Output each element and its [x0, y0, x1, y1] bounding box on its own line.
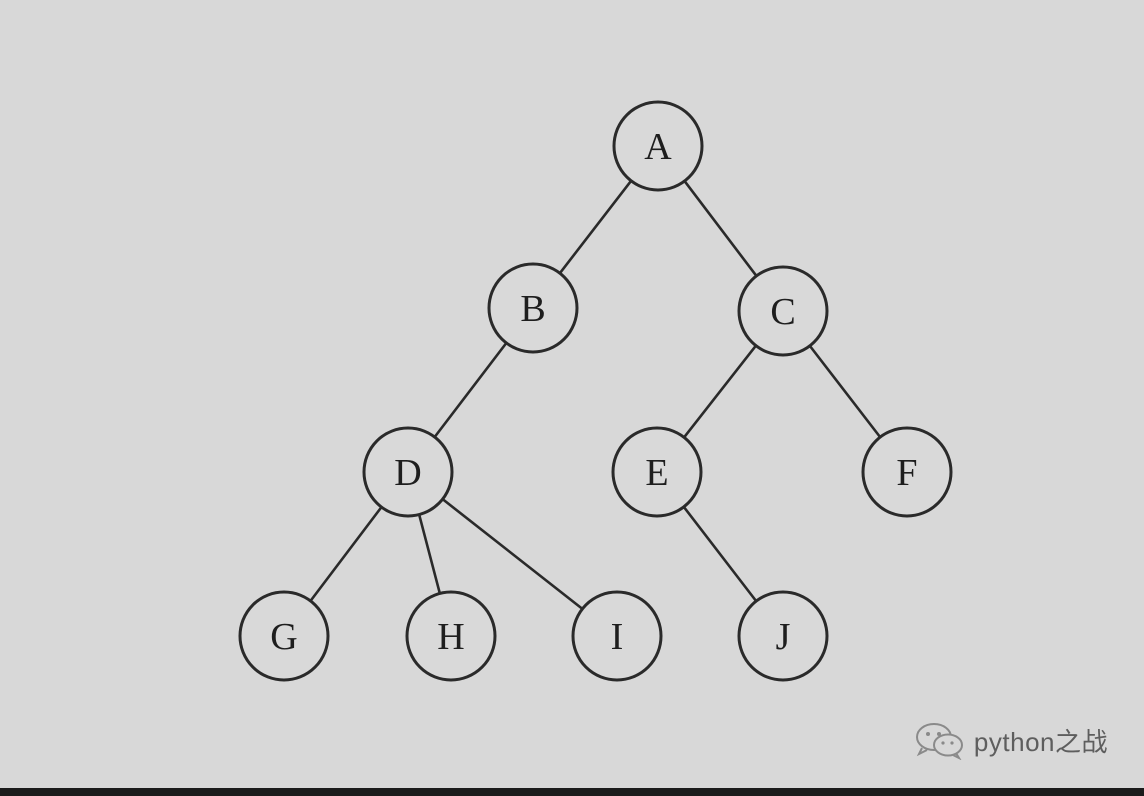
node-circle — [487, 262, 579, 354]
node-circle — [737, 265, 829, 357]
edge-a-b — [558, 179, 633, 275]
edge-d-g — [309, 505, 383, 603]
node-b: B — [487, 262, 579, 354]
node-circle — [737, 590, 829, 682]
node-circle — [612, 100, 704, 192]
node-circle — [571, 590, 663, 682]
node-e: E — [611, 426, 703, 518]
node-label: C — [770, 291, 795, 333]
node-label: I — [611, 616, 624, 658]
edge-d-h — [417, 513, 442, 595]
node-label: J — [776, 616, 791, 658]
node-circle — [611, 426, 703, 518]
edges-layer — [309, 179, 882, 611]
node-circle — [861, 426, 953, 518]
node-g: G — [238, 590, 330, 682]
node-j: J — [737, 590, 829, 682]
node-label: A — [644, 126, 672, 168]
node-label: H — [437, 616, 464, 658]
node-i: I — [571, 590, 663, 682]
node-label: G — [270, 616, 297, 658]
bottom-border — [0, 788, 1144, 796]
node-f: F — [861, 426, 953, 518]
edge-b-d — [433, 341, 508, 439]
node-label: D — [394, 452, 421, 494]
edge-c-e — [682, 344, 758, 439]
edge-e-j — [682, 505, 758, 603]
edge-c-f — [808, 344, 882, 439]
nodes-layer: A B C D E F G H I J — [238, 100, 953, 682]
node-label: B — [520, 288, 545, 330]
node-circle — [362, 426, 454, 518]
edge-a-c — [683, 179, 758, 278]
node-c: C — [737, 265, 829, 357]
watermark-text: python之战 — [973, 726, 1108, 757]
watermark: python之战 — [912, 720, 1108, 760]
node-d: D — [362, 426, 454, 518]
node-label: F — [896, 452, 917, 494]
node-a: A — [612, 100, 704, 192]
wechat-icon — [915, 723, 963, 760]
edge-d-i — [441, 497, 584, 611]
node-h: H — [405, 590, 497, 682]
node-circle — [238, 590, 330, 682]
node-label: E — [645, 452, 668, 494]
node-circle — [405, 590, 497, 682]
